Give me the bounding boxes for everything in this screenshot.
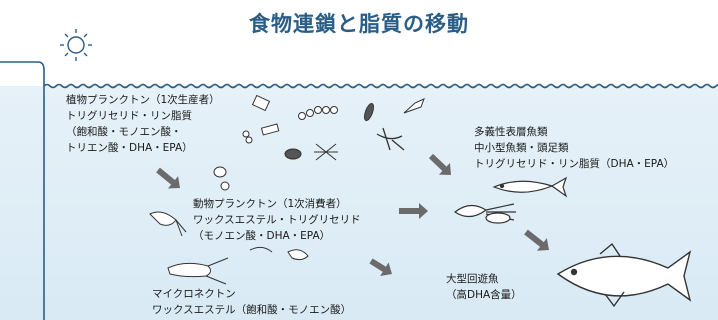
squid-icon bbox=[453, 203, 516, 224]
shrimp-icon bbox=[167, 257, 229, 285]
small-fish-icon bbox=[492, 176, 568, 198]
arrow-icon bbox=[524, 229, 550, 251]
water-surface bbox=[0, 61, 718, 320]
zooplankton-icon bbox=[149, 211, 309, 261]
tuna-icon bbox=[556, 242, 692, 308]
arrow-icon bbox=[399, 203, 428, 219]
micronekton-label: マイクロネクトン ワックスエステル（飽和酸・モノエン酸） bbox=[152, 288, 352, 316]
arrow-icon bbox=[156, 153, 550, 277]
page-title: 食物連鎖と脂質の移動 bbox=[249, 12, 469, 36]
sun-icon bbox=[60, 29, 92, 61]
phytoplankton-label: 植物プランクトン（1次生産者） トリグリセリド・リン脂質 （飽和酸・モノエン酸・… bbox=[66, 94, 220, 154]
arrow-icon bbox=[369, 258, 393, 277]
arrow-icon bbox=[156, 167, 180, 189]
arrow-icon bbox=[428, 153, 451, 175]
zooplankton-label: 動物プランクトン（1次消費者） ワックスエステル・トリグリセリド （モノエン酸・… bbox=[193, 198, 361, 242]
phytoplankton-icon bbox=[213, 94, 425, 191]
large-fish-label: 大型回遊魚 （高DHA含量） bbox=[446, 273, 522, 301]
fish-squid-label: 多義性表層魚類 中小型魚類・頭足類 トリグリセリド・リン脂質（DHA・EPA） bbox=[474, 126, 675, 170]
